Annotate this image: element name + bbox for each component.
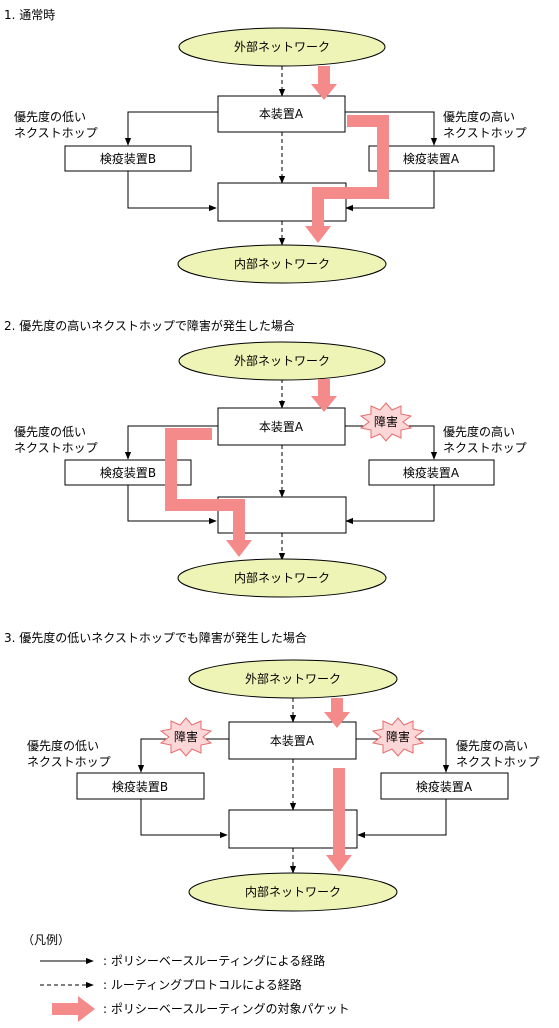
external-network-label: 外部ネットワーク	[234, 39, 330, 54]
internal-network-label: 内部ネットワーク	[245, 884, 341, 899]
packet-path	[165, 428, 245, 540]
policy-route-arrow-high-return	[345, 171, 435, 212]
quarantine-b-box	[76, 772, 205, 800]
device-a-box	[217, 95, 346, 133]
section-title: 3. 優先度の低いネクストホップでも障害が発生した場合	[4, 630, 307, 645]
fault-burst-left	[159, 717, 213, 757]
quarantine-b-label: 検疫装置B	[100, 151, 156, 166]
low-priority-label: ネクストホップ	[14, 441, 98, 455]
packet-arrowhead	[326, 855, 352, 872]
high-priority-label: ネクストホップ	[443, 441, 527, 455]
quarantine-a-box	[380, 772, 509, 800]
high-priority-label: 優先度の高い	[456, 738, 528, 753]
fault-label: 障害	[386, 729, 410, 744]
high-priority-label: 優先度の高い	[443, 424, 515, 439]
packet-arrowhead	[311, 396, 337, 412]
policy-route-arrow-low-return	[127, 485, 217, 525]
internal-network-label: 内部ネットワーク	[234, 570, 330, 585]
quarantine-a-box	[368, 145, 495, 172]
low-priority-label: ネクストホップ	[27, 755, 111, 769]
fault-label: 障害	[174, 729, 198, 744]
section-title: 2. 優先度の高いネクストホップで障害が発生した場合	[4, 318, 295, 333]
fault-label: 障害	[374, 414, 398, 429]
section-title: 1. 通常時	[4, 8, 55, 22]
external-network-label: 外部ネットワーク	[245, 671, 341, 686]
packet-arrowhead	[311, 84, 337, 100]
device-a-label: 本装置A	[259, 420, 304, 434]
quarantine-b-label: 検疫装置B	[112, 779, 168, 794]
external-network	[188, 659, 398, 699]
high-priority-label: ネクストホップ	[443, 126, 527, 140]
device-a-label: 本装置A	[259, 107, 304, 121]
fault-burst	[359, 402, 413, 442]
device-a-box	[228, 721, 357, 760]
policy-route-arrow-low-return	[140, 799, 228, 839]
legend-item: : ポリシーベースルーティングの対象パケット	[103, 1002, 350, 1016]
quarantine-a-label: 検疫装置A	[403, 151, 460, 166]
policy-route-arrow-high	[345, 111, 438, 146]
policy-route-arrow-high-return	[357, 799, 447, 839]
packet-arrowhead	[305, 226, 331, 243]
device-a-box	[217, 407, 346, 446]
packet-arrowhead	[324, 712, 350, 728]
quarantine-a-box	[368, 459, 495, 486]
low-priority-label: ネクストホップ	[14, 126, 98, 140]
quarantine-b-box	[64, 145, 192, 172]
legend: （凡例） : ポリシーベースルーティングによる経路 : ルーティングプロトコルに…	[22, 933, 350, 1022]
low-priority-label: 優先度の低い	[27, 738, 99, 753]
low-priority-label: 優先度の低い	[14, 424, 86, 439]
external-network	[178, 27, 386, 67]
high-priority-label: ネクストホップ	[456, 755, 540, 769]
packet-arrowhead	[226, 540, 252, 557]
legend-packet-arrowhead	[78, 996, 95, 1022]
section-1: 1. 通常時 外部ネットワーク 本装置A 検疫装置B 検疫装置A 内部ネットワー…	[4, 8, 527, 284]
external-network-label: 外部ネットワーク	[234, 353, 330, 368]
policy-route-arrow-high-return	[345, 485, 435, 525]
packet-path	[312, 115, 389, 226]
high-priority-label: 優先度の高い	[443, 109, 515, 124]
internal-network-label: 内部ネットワーク	[234, 256, 330, 271]
legend-item: : ポリシーベースルーティングによる経路	[103, 953, 325, 968]
external-network	[178, 341, 386, 381]
section-2: 2. 優先度の高いネクストホップで障害が発生した場合 外部ネットワーク 本装置A…	[4, 318, 527, 598]
internal-network	[177, 244, 387, 284]
internal-network	[177, 558, 387, 598]
policy-route-arrow-low-return	[127, 171, 217, 212]
legend-title: （凡例）	[22, 933, 70, 947]
fault-burst-right	[371, 717, 425, 757]
section-3: 3. 優先度の低いネクストホップでも障害が発生した場合 外部ネットワーク 本装置…	[4, 630, 540, 912]
low-priority-label: 優先度の低い	[14, 109, 86, 124]
device-a-label: 本装置A	[270, 734, 315, 748]
internal-network	[188, 872, 398, 912]
policy-route-arrow-low	[124, 425, 218, 460]
quarantine-a-label: 検疫装置A	[416, 779, 473, 794]
legend-item: : ルーティングプロトコルによる経路	[103, 977, 302, 992]
quarantine-b-label: 検疫装置B	[100, 465, 156, 480]
policy-route-arrow-low	[124, 111, 218, 146]
quarantine-a-label: 検疫装置A	[403, 465, 460, 480]
